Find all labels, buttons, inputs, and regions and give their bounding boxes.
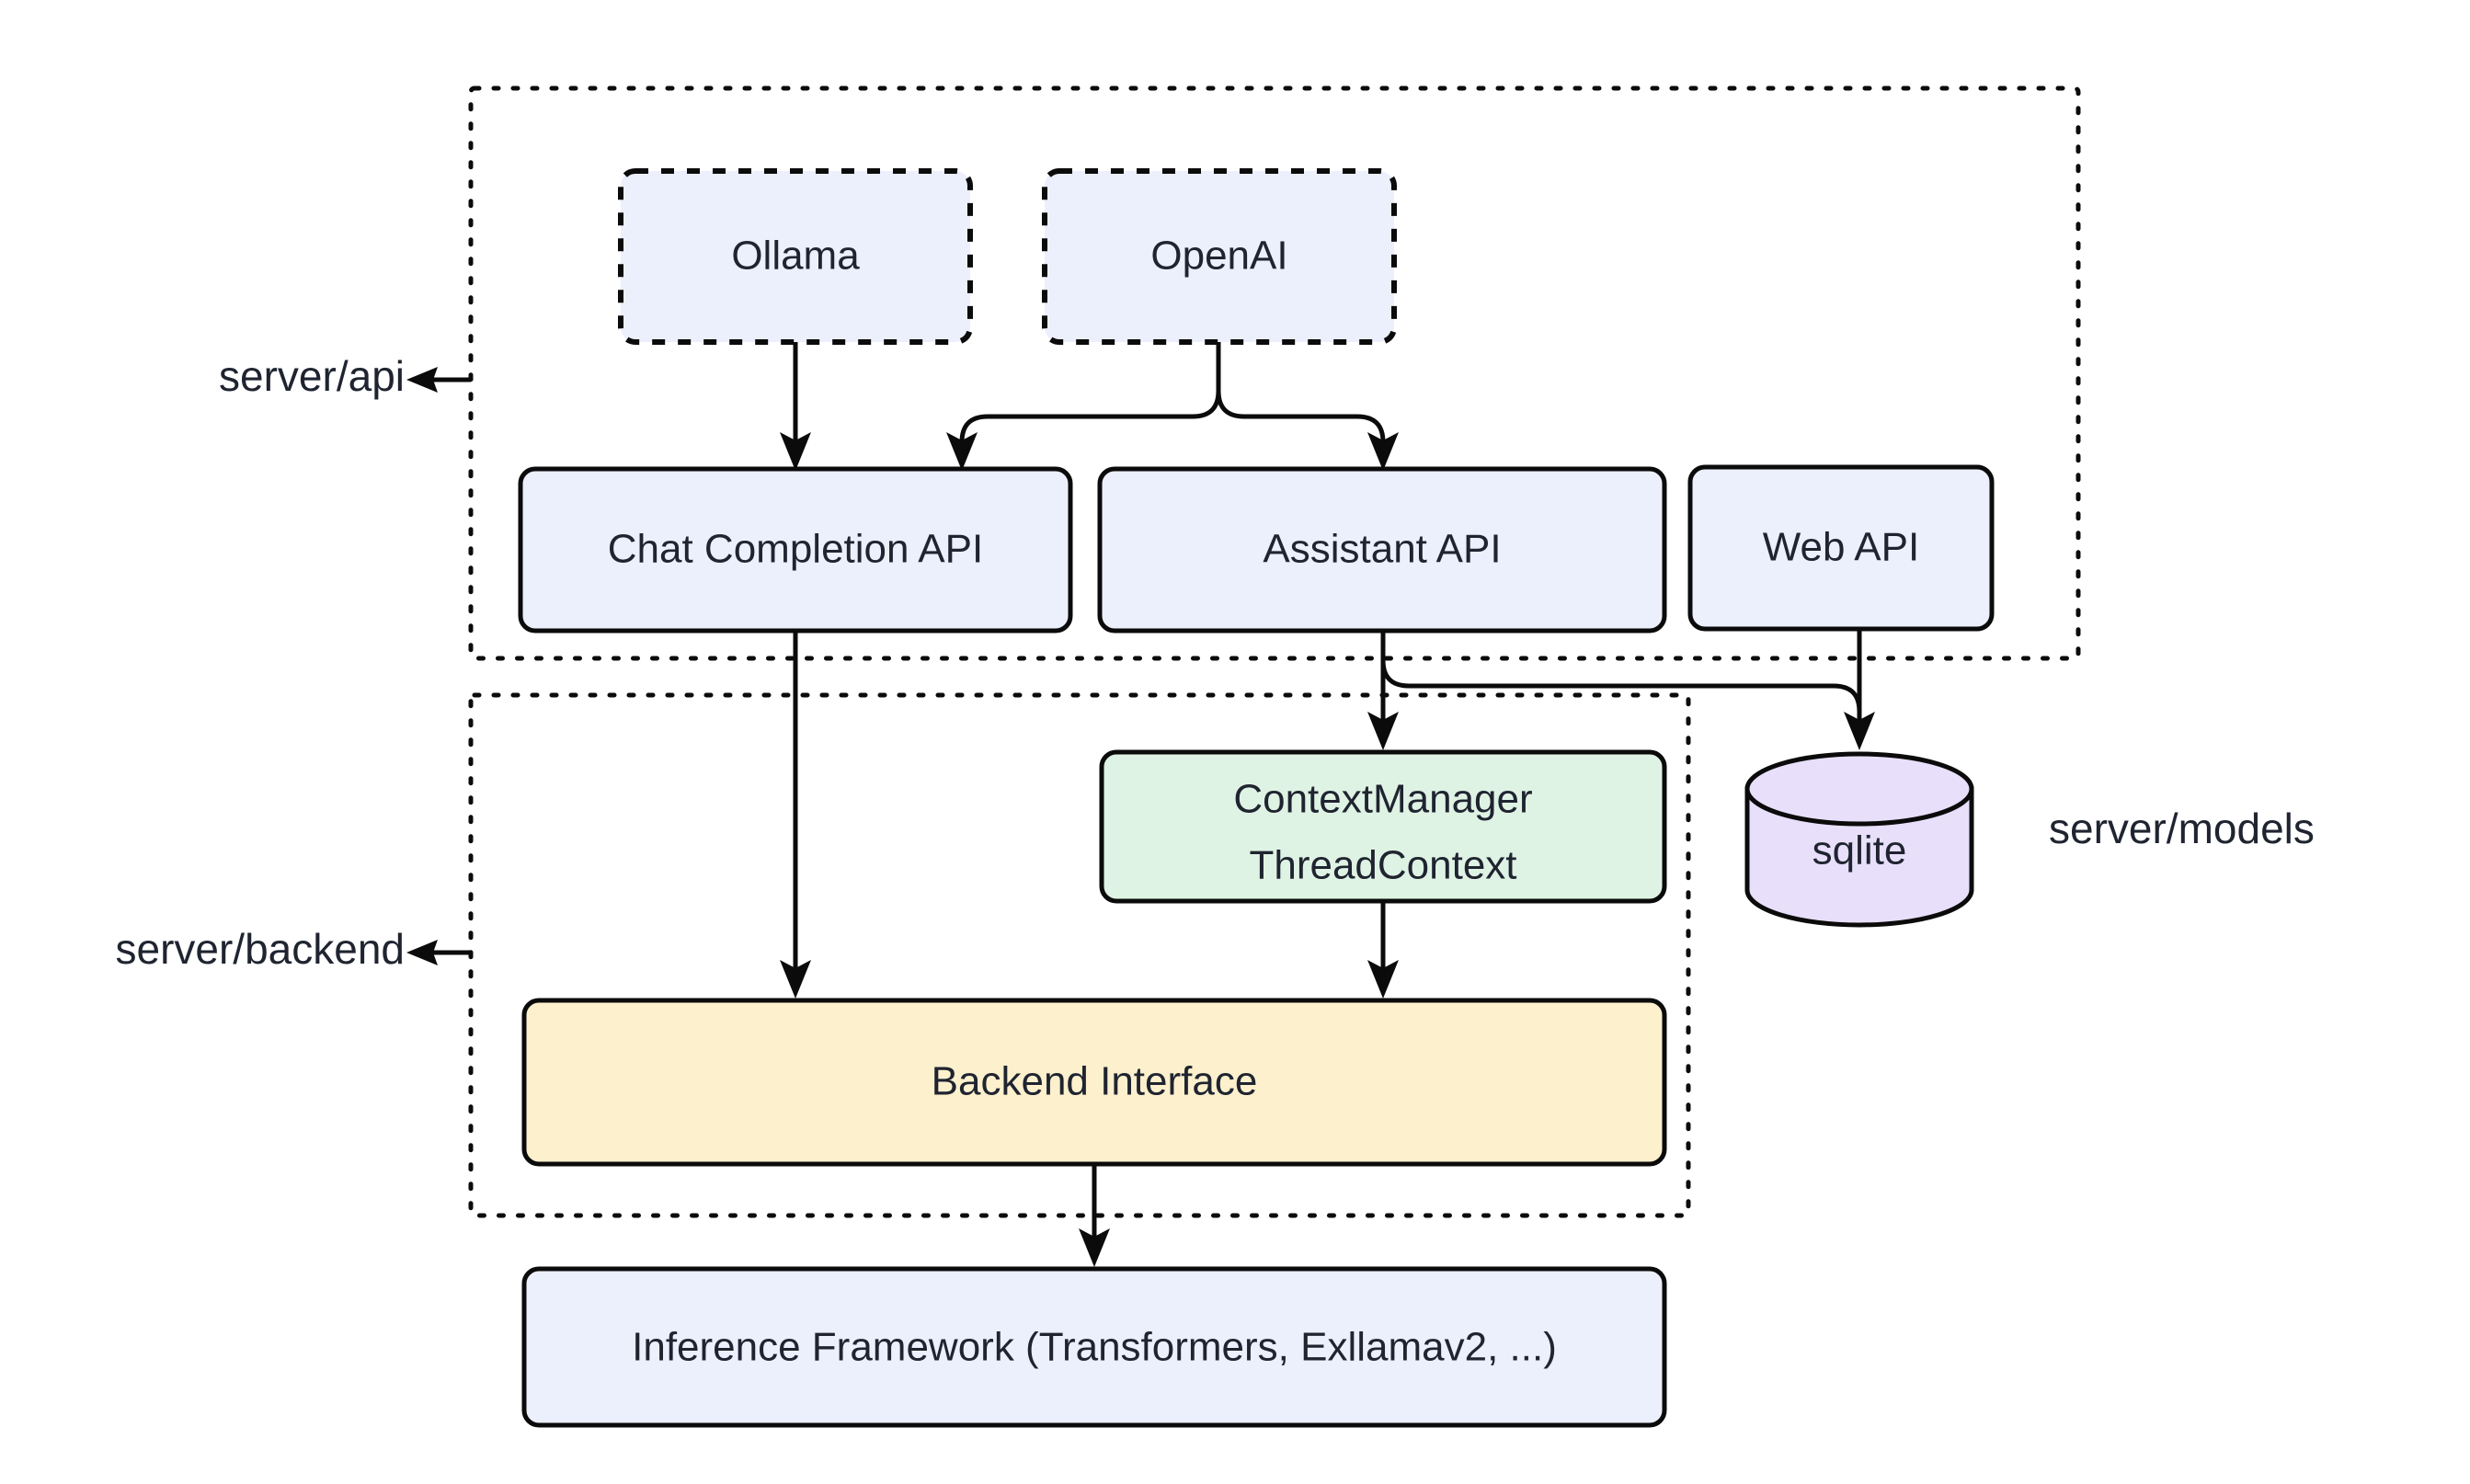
cluster-api-leader-arrowhead [406,367,438,393]
node-chat-completion-api[interactable]: Chat Completion API [518,466,1073,634]
node-openai[interactable]: OpenAI [1042,168,1397,345]
node-inference-framework-shape[interactable] [521,1266,1667,1428]
node-ollama[interactable]: Ollama [618,168,973,345]
node-assistant-api-shape[interactable] [1097,466,1667,634]
edge-openai-to-assistant-arrowhead [1367,432,1399,471]
node-sqlite[interactable]: sqlite [1744,751,1974,928]
node-threadcontext-label: ThreadContext [1249,843,1516,888]
node-web-api-shape[interactable] [1687,464,1995,632]
node-backend-interface[interactable]: Backend Interface [521,998,1667,1167]
node-openai-shape[interactable] [1042,168,1397,345]
node-ollama-label: Ollama [731,234,860,279]
node-openai-label: OpenAI [1150,234,1287,279]
edge-chat-to-backend [780,631,811,999]
node-contextmanager-threadcontext-shape[interactable] [1099,749,1667,904]
node-assistant-api[interactable]: Assistant API [1097,466,1667,634]
edge-chat-to-backend-arrowhead [780,960,811,999]
node-contextmanager-threadcontext[interactable]: ContextManager ThreadContext [1099,749,1667,904]
node-sqlite-label: sqlite [1812,828,1907,873]
edge-backend-to-inference-arrowhead [1079,1228,1110,1267]
node-chat-completion-api-shape[interactable] [518,466,1073,634]
cluster-label-server-backend: server/backend [116,925,471,973]
edge-contextmanager-to-backend-arrowhead [1367,960,1399,999]
edge-assistant-to-sqlite-arrowhead [1844,712,1875,750]
cluster-label-server-backend-text: server/backend [116,925,406,973]
node-ollama-shape[interactable] [618,168,973,345]
node-sqlite-top-ellipse[interactable] [1744,751,1974,827]
cluster-label-server-api: server/api [219,352,471,400]
edge-openai-to-chat [946,342,1221,471]
edge-assistant-to-contextmanager-arrowhead [1367,712,1399,750]
edge-ollama-to-chat [780,342,811,471]
edge-ollama-to-chat-arrowhead [780,432,811,471]
edge-backend-to-inference [1079,1164,1110,1267]
cluster-label-server-api-text: server/api [219,352,405,400]
cluster-server-backend [468,692,1691,1218]
edge-openai-to-chat-arrowhead [946,432,978,471]
node-web-api-label: Web API [1763,525,1919,570]
node-sqlite-body[interactable] [1744,786,1974,928]
node-backend-interface-label: Backend Interface [932,1059,1258,1104]
node-backend-interface-shape[interactable] [521,998,1667,1167]
node-chat-completion-api-label: Chat Completion API [608,527,983,572]
cluster-server-api [468,86,2081,661]
node-inference-framework[interactable]: Inference Framework (Transformers, Exlla… [521,1266,1667,1428]
edge-openai-to-assistant [1216,342,1399,471]
node-web-api[interactable]: Web API [1687,464,1995,632]
node-inference-framework-label: Inference Framework (Transformers, Exlla… [632,1325,1557,1370]
cluster-label-server-models: server/models [2049,805,2315,852]
cluster-backend-leader-arrowhead [406,940,438,965]
edge-openai-to-chat-line [959,342,1221,449]
edge-contextmanager-to-backend [1367,901,1399,999]
node-assistant-api-label: Assistant API [1263,527,1501,572]
node-contextmanager-label: ContextManager [1233,777,1532,822]
edge-openai-to-assistant-line [1216,342,1386,449]
